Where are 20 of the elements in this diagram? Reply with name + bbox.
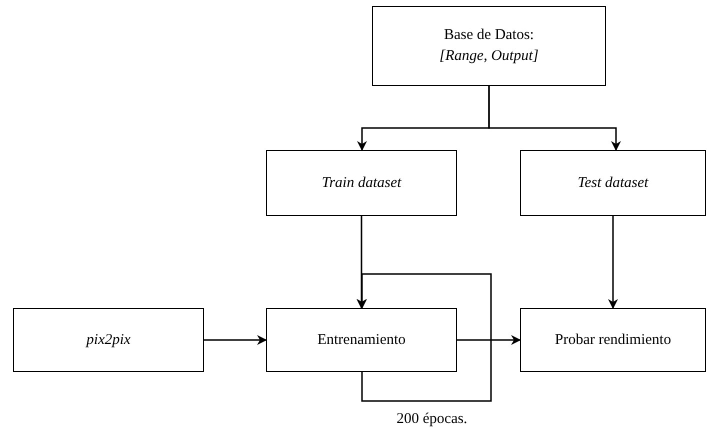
box-label: Base de Datos: bbox=[444, 26, 534, 46]
process-box bbox=[266, 150, 457, 216]
process-box bbox=[520, 308, 706, 372]
process-box bbox=[266, 308, 457, 372]
box-label: Train dataset bbox=[322, 174, 402, 193]
box-label: pix2pix bbox=[86, 330, 131, 350]
box-label: [Range, Output] bbox=[439, 47, 539, 66]
arrow bbox=[488, 86, 621, 151]
edge-label: 200 épocas. bbox=[396, 410, 468, 429]
box-label: Entrenamiento bbox=[317, 330, 406, 350]
arrow bbox=[356, 216, 366, 309]
arrow bbox=[204, 335, 267, 345]
box-label: Probar rendimiento bbox=[554, 330, 672, 350]
arrow bbox=[357, 273, 492, 402]
box-label: Test dataset bbox=[578, 174, 648, 193]
process-box bbox=[520, 150, 706, 216]
process-box bbox=[372, 6, 606, 86]
arrow bbox=[457, 335, 521, 345]
arrow bbox=[608, 216, 618, 309]
process-box bbox=[13, 308, 204, 372]
